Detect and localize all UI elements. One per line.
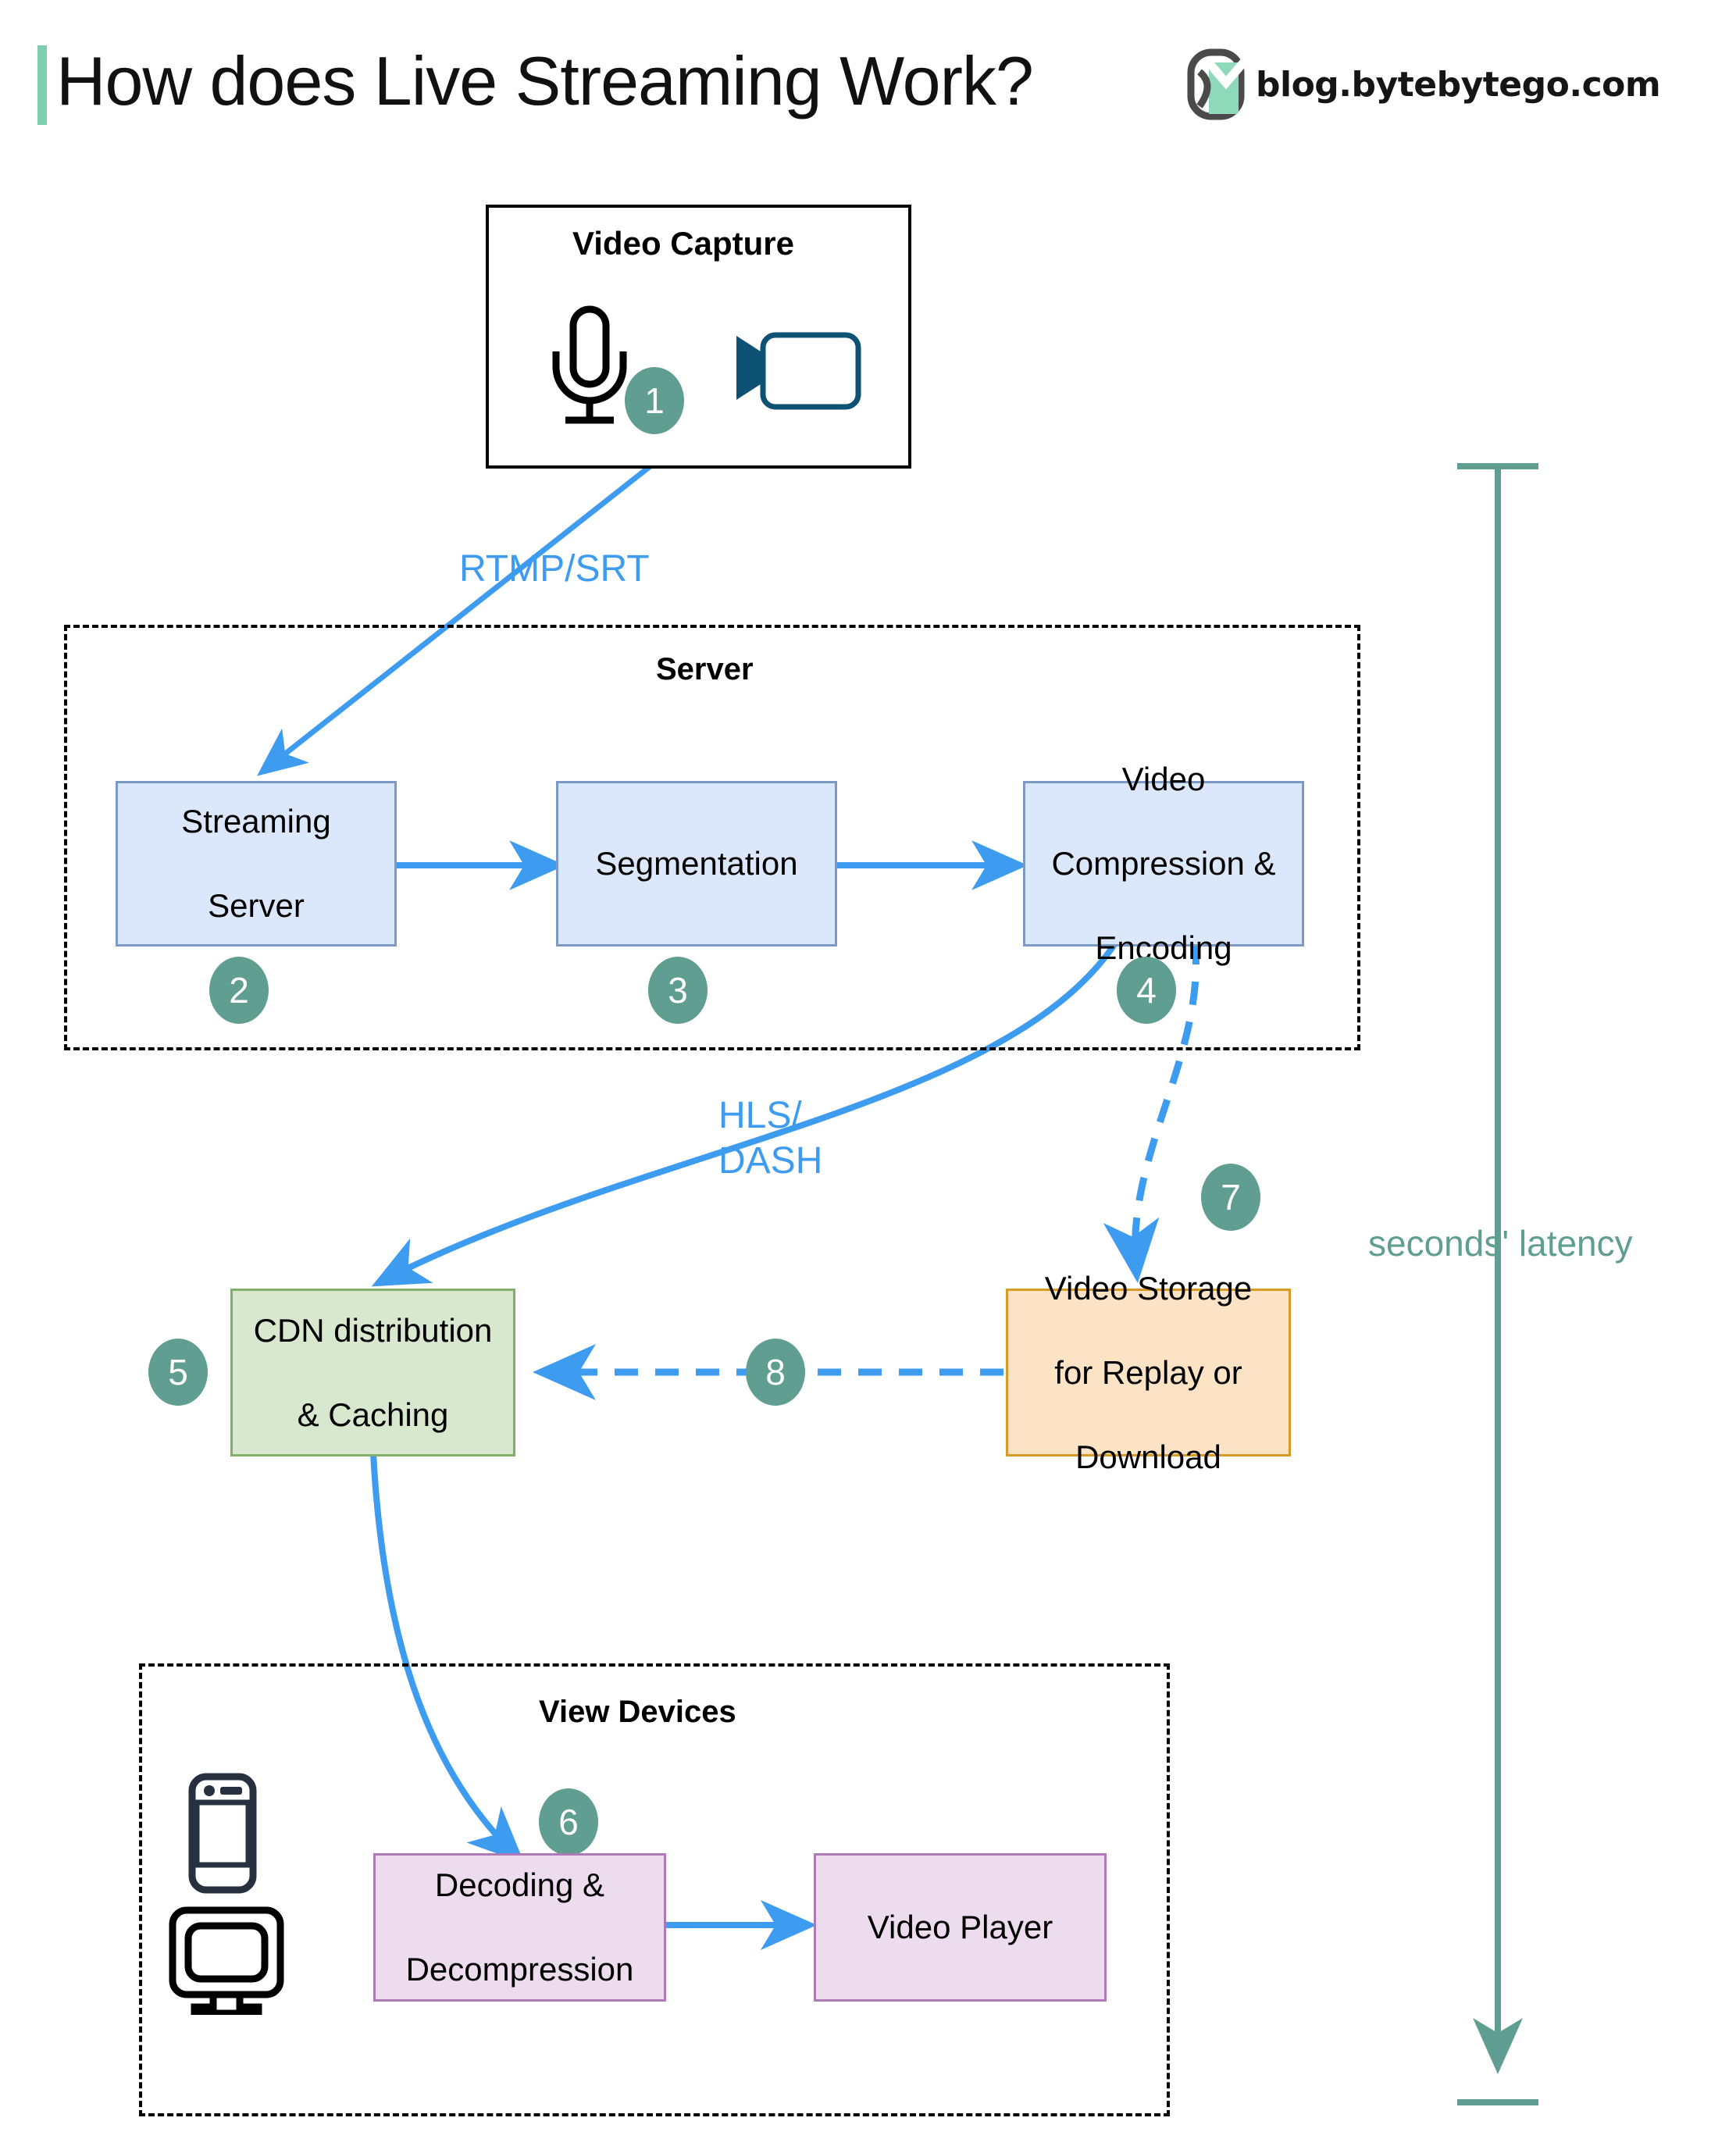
step-badge-3: 3: [648, 957, 708, 1024]
desktop-monitor-icon: [168, 1906, 285, 2017]
step-badge-8: 8: [746, 1339, 805, 1406]
latency-label: seconds' latency: [1368, 1223, 1633, 1264]
brand-text: blog.bytebytego.com: [1256, 64, 1661, 105]
step-badge-4: 4: [1117, 957, 1176, 1024]
edge-label-rtmp: RTMP/SRT: [459, 548, 650, 590]
node-video-player-label: Video Player: [867, 1909, 1053, 1945]
view-devices-title: View Devices: [539, 1695, 736, 1729]
server-group-title: Server: [656, 652, 754, 686]
step-badge-2: 2: [209, 957, 269, 1024]
microphone-icon: [539, 303, 640, 428]
video-camera-icon: [722, 322, 863, 414]
page-title: How does Live Streaming Work?: [56, 42, 1034, 119]
step-badge-6: 6: [539, 1788, 598, 1856]
node-segmentation-label: Segmentation: [595, 845, 798, 882]
brand-logo-group: blog.bytebytego.com: [1187, 48, 1661, 120]
step-badge-7: 7: [1201, 1164, 1260, 1231]
page-header: How does Live Streaming Work? blog.byteb…: [0, 0, 1736, 156]
view-devices-group: [139, 1663, 1170, 2116]
server-group: [64, 625, 1360, 1050]
node-decoding-label: Decoding &Decompression: [405, 1866, 634, 1988]
step-badge-1: 1: [625, 367, 684, 434]
node-cdn-label: CDN distribution& Caching: [253, 1311, 493, 1433]
bytebytego-logo-icon: [1187, 48, 1249, 120]
edge-label-hls: HLS/DASH: [718, 1095, 823, 1182]
mobile-phone-icon: [187, 1773, 258, 1894]
node-cdn-distribution[interactable]: CDN distribution& Caching: [230, 1289, 515, 1456]
node-segmentation[interactable]: Segmentation: [556, 781, 837, 947]
title-accent-bar: [37, 45, 47, 125]
node-decoding-decompression[interactable]: Decoding &Decompression: [373, 1853, 666, 2002]
node-video-player[interactable]: Video Player: [814, 1853, 1107, 2002]
step-badge-5: 5: [148, 1339, 208, 1406]
video-capture-title: Video Capture: [572, 225, 794, 262]
